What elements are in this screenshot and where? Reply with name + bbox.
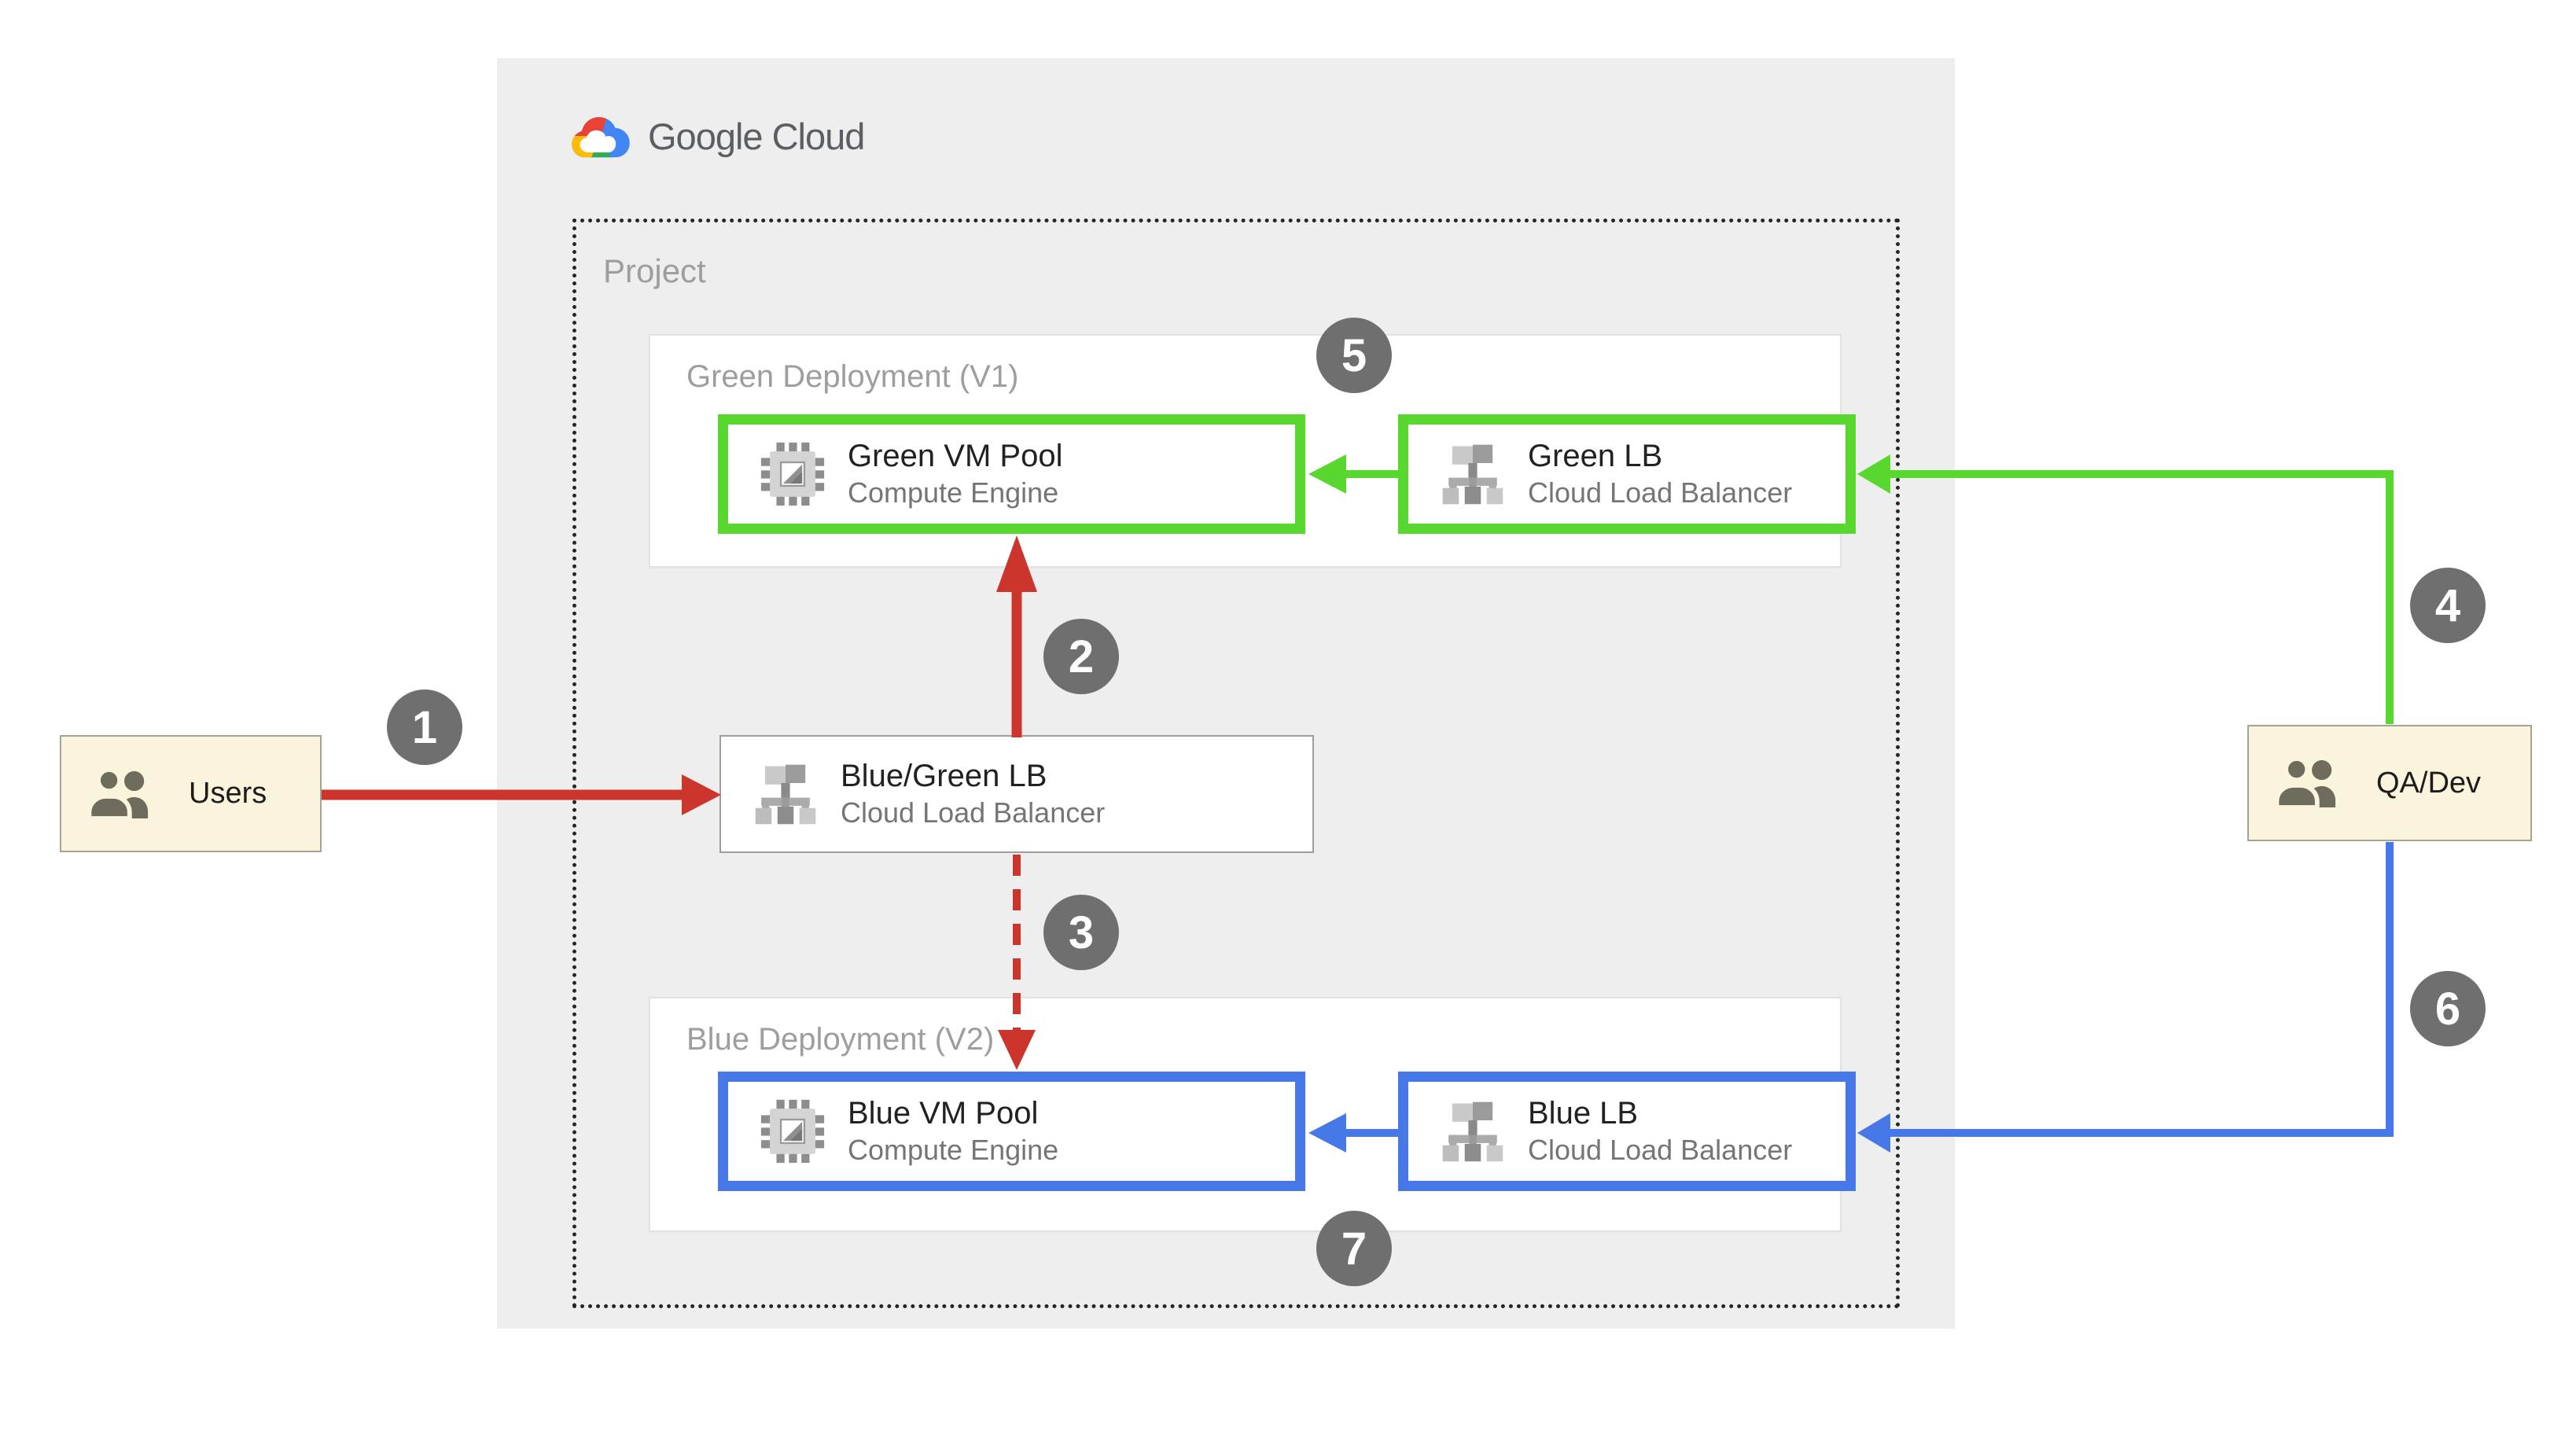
step-badge-7: 7 <box>1316 1211 1392 1286</box>
step-badge-1: 1 <box>387 689 462 765</box>
green-vm-pool-subtitle: Compute Engine <box>848 476 1059 509</box>
qa-dev-actor-card: QA/Dev <box>2247 725 2532 841</box>
users-label: Users <box>189 777 267 810</box>
blue-vm-pool-card: Blue VM Pool Compute Engine <box>718 1072 1305 1191</box>
blue-green-lb-subtitle: Cloud Load Balancer <box>841 796 1106 829</box>
step-badge-3: 3 <box>1043 895 1119 970</box>
blue-deployment-label: Blue Deployment (V2) <box>686 1022 995 1057</box>
google-cloud-logo-icon <box>569 111 632 161</box>
blue-green-lb-card: Blue/Green LB Cloud Load Balancer <box>719 735 1314 853</box>
qa-dev-users-icon <box>2274 758 2351 808</box>
step-badge-4: 4 <box>2410 568 2486 643</box>
green-deployment-label: Green Deployment (V1) <box>686 359 1019 394</box>
load-balancer-icon <box>1440 1098 1506 1164</box>
blue-green-lb-title: Blue/Green LB <box>841 758 1047 793</box>
users-icon <box>86 769 164 819</box>
compute-engine-icon <box>760 441 826 507</box>
project-boundary: Project <box>572 219 1900 1308</box>
green-lb-title: Green LB <box>1528 438 1663 473</box>
load-balancer-icon <box>753 761 819 827</box>
step-badge-5: 5 <box>1316 318 1392 393</box>
blue-lb-card: Blue LB Cloud Load Balancer <box>1398 1072 1856 1191</box>
green-lb-card: Green LB Cloud Load Balancer <box>1398 414 1856 534</box>
green-vm-pool-title: Green VM Pool <box>848 438 1063 473</box>
blue-lb-subtitle: Cloud Load Balancer <box>1528 1134 1793 1167</box>
users-actor-card: Users <box>60 735 322 852</box>
step-badge-2: 2 <box>1043 619 1119 694</box>
load-balancer-icon <box>1440 441 1506 507</box>
blue-vm-pool-title: Blue VM Pool <box>848 1095 1039 1131</box>
project-label: Project <box>603 252 706 289</box>
blue-lb-title: Blue LB <box>1528 1095 1639 1131</box>
google-cloud-logo: Google Cloud <box>569 108 865 164</box>
arrow-qa-to-green-lb <box>1890 470 2394 724</box>
qa-dev-label: QA/Dev <box>2376 766 2482 800</box>
green-lb-subtitle: Cloud Load Balancer <box>1528 476 1793 509</box>
google-cloud-logo-text: Google Cloud <box>648 115 865 157</box>
blue-vm-pool-subtitle: Compute Engine <box>848 1134 1059 1167</box>
green-vm-pool-card: Green VM Pool Compute Engine <box>718 414 1305 534</box>
compute-engine-icon <box>760 1098 826 1164</box>
step-badge-6: 6 <box>2410 971 2486 1046</box>
arrow-qa-to-blue-lb <box>1890 842 2394 1137</box>
